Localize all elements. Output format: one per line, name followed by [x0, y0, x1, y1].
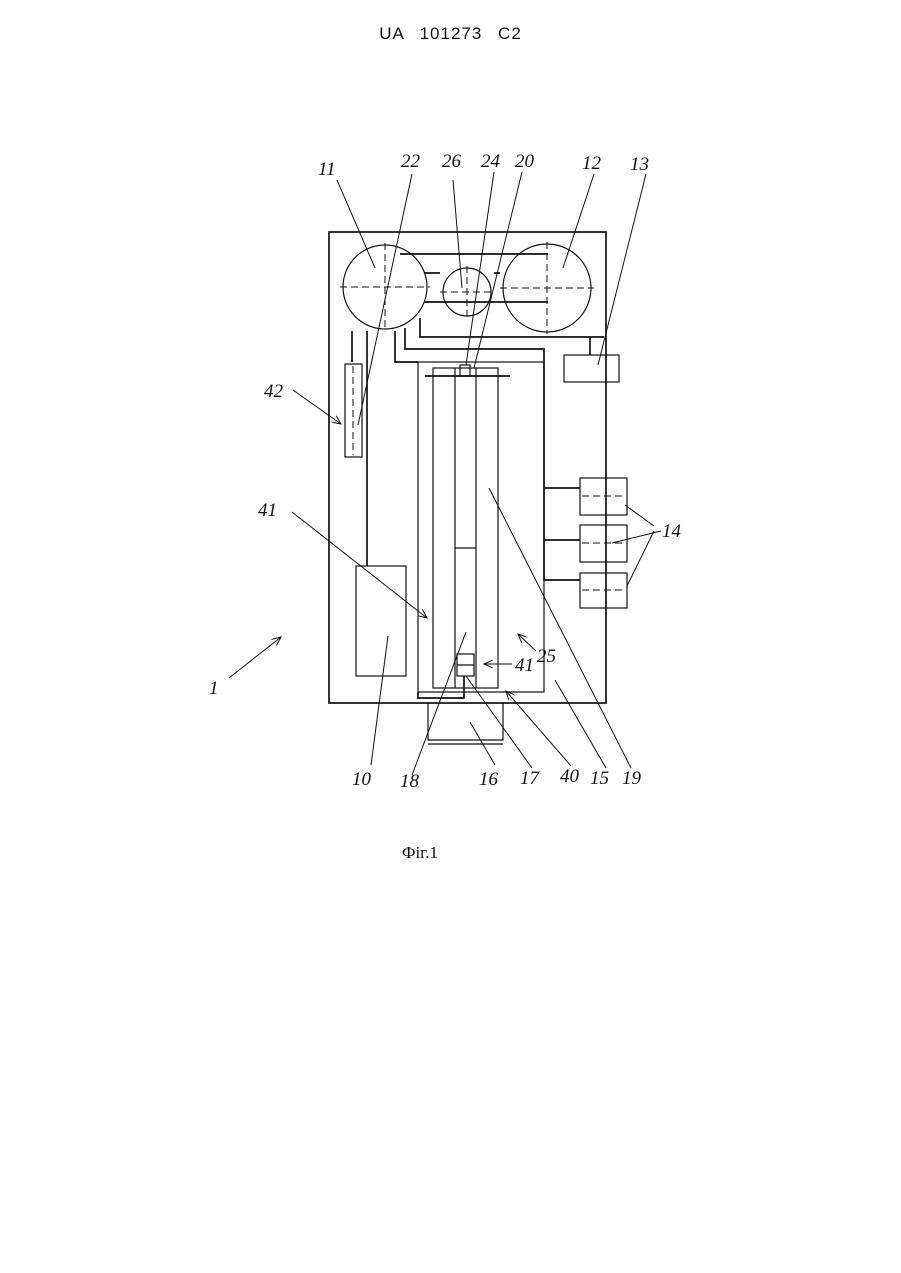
- ref-label-19: 19: [622, 768, 642, 789]
- ref-label-18: 18: [400, 771, 420, 792]
- reel-26: [440, 266, 494, 318]
- ref-label-16: 16: [479, 769, 499, 790]
- reel-11: [340, 243, 430, 331]
- central-column: [418, 362, 544, 692]
- component-17: [457, 654, 474, 676]
- ref-label-14: 14: [662, 521, 682, 542]
- ref-label-12: 12: [582, 153, 602, 174]
- reel-12: [500, 242, 594, 334]
- ref-label-10: 10: [352, 769, 372, 790]
- ref-label-41-lower: 41: [515, 655, 534, 676]
- ref-label-11: 11: [318, 159, 336, 180]
- ref-label-13: 13: [630, 154, 649, 175]
- component-16: [428, 703, 503, 744]
- ref-label-26: 26: [442, 151, 462, 172]
- belt-lines: [400, 254, 548, 302]
- ref-label-20: 20: [515, 151, 535, 172]
- ref-label-24: 24: [481, 151, 501, 172]
- ref-label-1: 1: [209, 678, 219, 699]
- figure-caption: Фіг.1: [402, 843, 438, 862]
- ref-label-22: 22: [401, 151, 421, 172]
- base-bracket-40: [418, 676, 464, 698]
- components-14: [580, 478, 627, 608]
- ref-label-42: 42: [264, 381, 284, 402]
- leader-lines: [229, 172, 661, 775]
- ref-label-15: 15: [590, 768, 609, 789]
- ref-label-41-upper: 41: [258, 500, 277, 521]
- ref-label-25: 25: [537, 646, 556, 667]
- ref-label-40: 40: [560, 766, 580, 787]
- component-13: [564, 355, 619, 382]
- component-42: [345, 364, 362, 457]
- cable-routing: [352, 318, 604, 580]
- ref-label-17: 17: [520, 768, 541, 789]
